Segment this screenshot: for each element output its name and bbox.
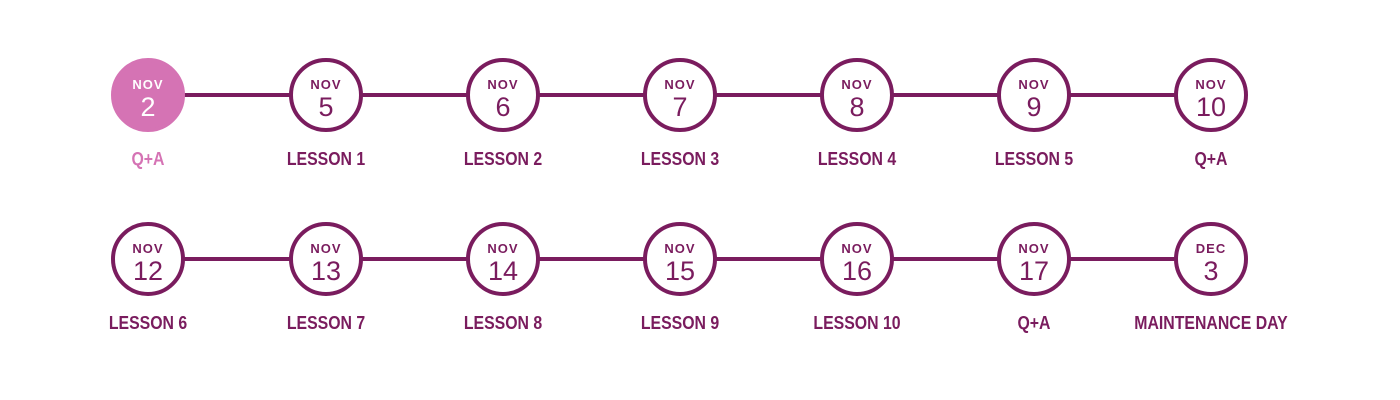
date-day: 13 <box>310 256 342 286</box>
timeline-connector <box>1069 257 1176 261</box>
event-label: MAINTENANCE DAY <box>1134 313 1288 333</box>
timeline-connector <box>715 93 822 97</box>
date-month: NOV <box>1018 241 1050 256</box>
date-month: NOV <box>1018 77 1050 92</box>
event-label: Q+A <box>1017 313 1051 333</box>
date-day: 10 <box>1195 92 1227 122</box>
date-day: 15 <box>664 256 696 286</box>
event-label: LESSON 9 <box>640 313 720 333</box>
date-day: 16 <box>841 256 873 286</box>
event-label: LESSON 2 <box>463 149 543 169</box>
date-day: 14 <box>487 256 519 286</box>
event-label: LESSON 10 <box>813 313 901 333</box>
date-month: NOV <box>132 241 164 256</box>
timeline-connector <box>1069 93 1176 97</box>
date-day: 12 <box>132 256 164 286</box>
date-month: NOV <box>664 241 696 256</box>
timeline-connector <box>538 93 645 97</box>
event-label: Q+A <box>131 149 165 169</box>
date-month: DEC <box>1195 241 1227 256</box>
date-day: 6 <box>495 92 511 122</box>
timeline-connector <box>183 257 291 261</box>
timeline-connector <box>361 257 468 261</box>
date-day: 9 <box>1026 92 1042 122</box>
date-day: 5 <box>318 92 334 122</box>
date-month: NOV <box>841 77 873 92</box>
date-day: 8 <box>849 92 865 122</box>
timeline-connector <box>183 93 291 97</box>
date-day: 7 <box>672 92 688 122</box>
date-month: NOV <box>132 77 164 92</box>
date-day: 17 <box>1018 256 1050 286</box>
timeline-connector <box>361 93 468 97</box>
date-month: NOV <box>487 77 519 92</box>
event-label: LESSON 8 <box>463 313 543 333</box>
date-month: NOV <box>487 241 519 256</box>
timeline-connector <box>538 257 645 261</box>
date-month: NOV <box>841 241 873 256</box>
event-label: LESSON 4 <box>817 149 897 169</box>
date-month: NOV <box>1195 77 1227 92</box>
date-day: 2 <box>140 92 156 122</box>
timeline-connector <box>892 257 999 261</box>
timeline-connector <box>892 93 999 97</box>
event-label: LESSON 3 <box>640 149 720 169</box>
timeline-connector <box>715 257 822 261</box>
event-label: LESSON 1 <box>286 149 366 169</box>
event-label: LESSON 6 <box>108 313 188 333</box>
date-day: 3 <box>1203 256 1219 286</box>
date-month: NOV <box>664 77 696 92</box>
event-label: LESSON 7 <box>286 313 366 333</box>
date-month: NOV <box>310 241 342 256</box>
date-month: NOV <box>310 77 342 92</box>
event-label: Q+A <box>1194 149 1228 169</box>
event-label: LESSON 5 <box>994 149 1074 169</box>
